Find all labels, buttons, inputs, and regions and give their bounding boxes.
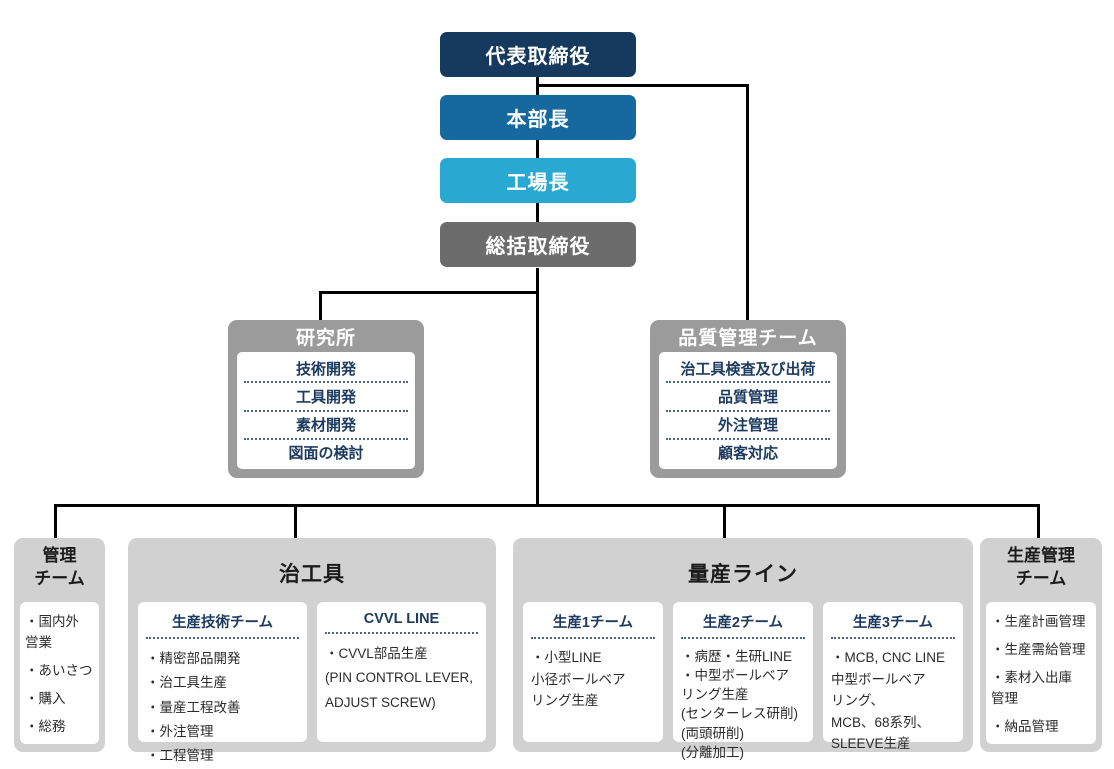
production-control-item: ・生産計画管理 [991, 614, 1086, 629]
production-tech-team-items: ・精密部品開発 ・治工具生産 ・量産工程改善 ・外注管理 ・工程管理 [144, 645, 301, 769]
production-team2-title: 生産2チーム [681, 606, 805, 639]
production-team3-item: ・MCB, CNC LINE 中型ボールベア リング、 MCB、68系列、 SL… [831, 650, 946, 752]
cvvl-line-title: CVVL LINE [325, 606, 478, 634]
production-team3-items: ・MCB, CNC LINE 中型ボールベア リング、 MCB、68系列、 SL… [829, 645, 957, 757]
admin-item: ・総務 [25, 718, 66, 734]
production-team2-item: ・中型ボールベア リング生産 (センターレス研削) (両頭研削) (分離加工) [681, 668, 798, 760]
quality-item: 顧客対応 [717, 445, 778, 463]
production-control-box: 生産管理 チーム ・生産計画管理 ・生産需給管理 ・素材入出庫 管理 ・納品管理 [980, 538, 1102, 752]
production-tech-team-box: 生産技術チーム ・精密部品開発 ・治工具生産 ・量産工程改善 ・外注管理 ・工程… [138, 602, 307, 763]
quality-item: 外注管理 [666, 412, 830, 440]
org-node-division-head: 本部長 [440, 95, 636, 140]
admin-item: ・購入 [25, 690, 66, 706]
connector-drop-admin [54, 504, 57, 538]
admin-team-title: 管理 チーム [34, 546, 85, 588]
quality-control-panel: 治工具検査及び出荷 品質管理 外注管理 顧客対応 [659, 352, 837, 469]
production-tech-item: ・工程管理 [146, 748, 214, 764]
production-control-panel: ・生産計画管理 ・生産需給管理 ・素材入出庫 管理 ・納品管理 [986, 602, 1096, 744]
connector-ceo-quality-v [746, 84, 749, 320]
connector-ceo-quality-h [536, 84, 749, 87]
research-institute-title: 研究所 [295, 327, 356, 349]
research-institute-box: 研究所 技術開発 工具開発 素材開発 図面の検討 [228, 320, 424, 478]
jigs-tools-box: 治工具 生産技術チーム ・精密部品開発 ・治工具生産 ・量産工程改善 ・外注管理… [128, 538, 496, 763]
connector-hq-factory [536, 140, 539, 159]
production-control-title: 生産管理 チーム [1007, 546, 1075, 588]
mass-production-subrow: 生産1チーム ・小型LINE 小径ボールベア リング生産 生産2チーム ・病歴・… [523, 602, 963, 760]
connector-research-v [319, 291, 322, 320]
connector-drop-jigs [294, 504, 297, 538]
admin-item: ・あいさつ [25, 662, 93, 678]
production-team2-item: ・病歴・生研LINE [681, 649, 793, 664]
research-item: 工具開発 [244, 383, 408, 412]
connector-factory-general [536, 203, 539, 223]
org-node-representative-director: 代表取締役 [440, 32, 636, 77]
production-control-item: ・素材入出庫 管理 [991, 669, 1072, 706]
org-node-general-director: 総括取締役 [440, 222, 636, 267]
org-node-factory-manager: 工場長 [440, 158, 636, 203]
production-team3-box: 生産3チーム ・MCB, CNC LINE 中型ボールベア リング、 MCB、6… [823, 602, 963, 751]
production-team1-title: 生産1チーム [531, 606, 655, 639]
research-item: 素材開発 [244, 412, 408, 440]
research-item: 技術開発 [244, 355, 408, 384]
mass-production-title: 量産ライン [688, 563, 798, 586]
production-tech-item: ・外注管理 [146, 723, 214, 739]
admin-team-panel: ・国内外 営業 ・あいさつ ・購入 ・総務 [20, 602, 99, 744]
production-team1-box: 生産1チーム ・小型LINE 小径ボールベア リング生産 [523, 602, 663, 742]
production-team1-items: ・小型LINE 小径ボールベア リング生産 [529, 645, 657, 714]
production-team2-items: ・病歴・生研LINE ・中型ボールベア リング生産 (センターレス研削) (両頭… [679, 645, 807, 764]
production-tech-item: ・治工具生産 [146, 675, 227, 691]
jigs-tools-title: 治工具 [279, 563, 345, 586]
jigs-tools-subrow: 生産技術チーム ・精密部品開発 ・治工具生産 ・量産工程改善 ・外注管理 ・工程… [138, 602, 486, 763]
quality-item: 品質管理 [666, 383, 830, 412]
connector-drop-mass [723, 504, 726, 538]
quality-control-box: 品質管理チーム 治工具検査及び出荷 品質管理 外注管理 顧客対応 [650, 320, 846, 478]
connector-drop-pc [1037, 504, 1040, 538]
production-tech-team-title: 生産技術チーム [146, 606, 299, 639]
cvvl-line-box: CVVL LINE ・CVVL部品生産 (PIN CONTROL LEVER, … [317, 602, 486, 742]
production-tech-item: ・量産工程改善 [146, 699, 241, 715]
production-control-item: ・生産需給管理 [991, 641, 1086, 657]
production-team2-box: 生産2チーム ・病歴・生研LINE ・中型ボールベア リング生産 (センターレス… [673, 602, 813, 760]
connector-general-bottom [536, 268, 539, 507]
production-control-item: ・納品管理 [991, 718, 1059, 734]
quality-item: 治工具検査及び出荷 [666, 355, 830, 384]
cvvl-line-items: ・CVVL部品生産 (PIN CONTROL LEVER, ADJUST SCR… [323, 640, 480, 717]
cvvl-line-item: ・CVVL部品生産 (PIN CONTROL LEVER, ADJUST SCR… [325, 646, 474, 710]
production-tech-item: ・精密部品開発 [146, 651, 241, 666]
connector-research-h [319, 291, 538, 294]
production-team1-item: ・小型LINE 小径ボールベア リング生産 [531, 650, 626, 709]
research-item: 図面の検討 [288, 445, 364, 463]
quality-control-title: 品質管理チーム [678, 327, 818, 349]
admin-team-box: 管理 チーム ・国内外 営業 ・あいさつ ・購入 ・総務 [14, 538, 105, 752]
connector-bottom-h [54, 504, 1040, 507]
mass-production-box: 量産ライン 生産1チーム ・小型LINE 小径ボールベア リング生産 生産2チー… [513, 538, 973, 760]
production-team3-title: 生産3チーム [831, 606, 955, 639]
research-institute-panel: 技術開発 工具開発 素材開発 図面の検討 [237, 352, 415, 469]
admin-item: ・国内外 営業 [25, 614, 79, 650]
